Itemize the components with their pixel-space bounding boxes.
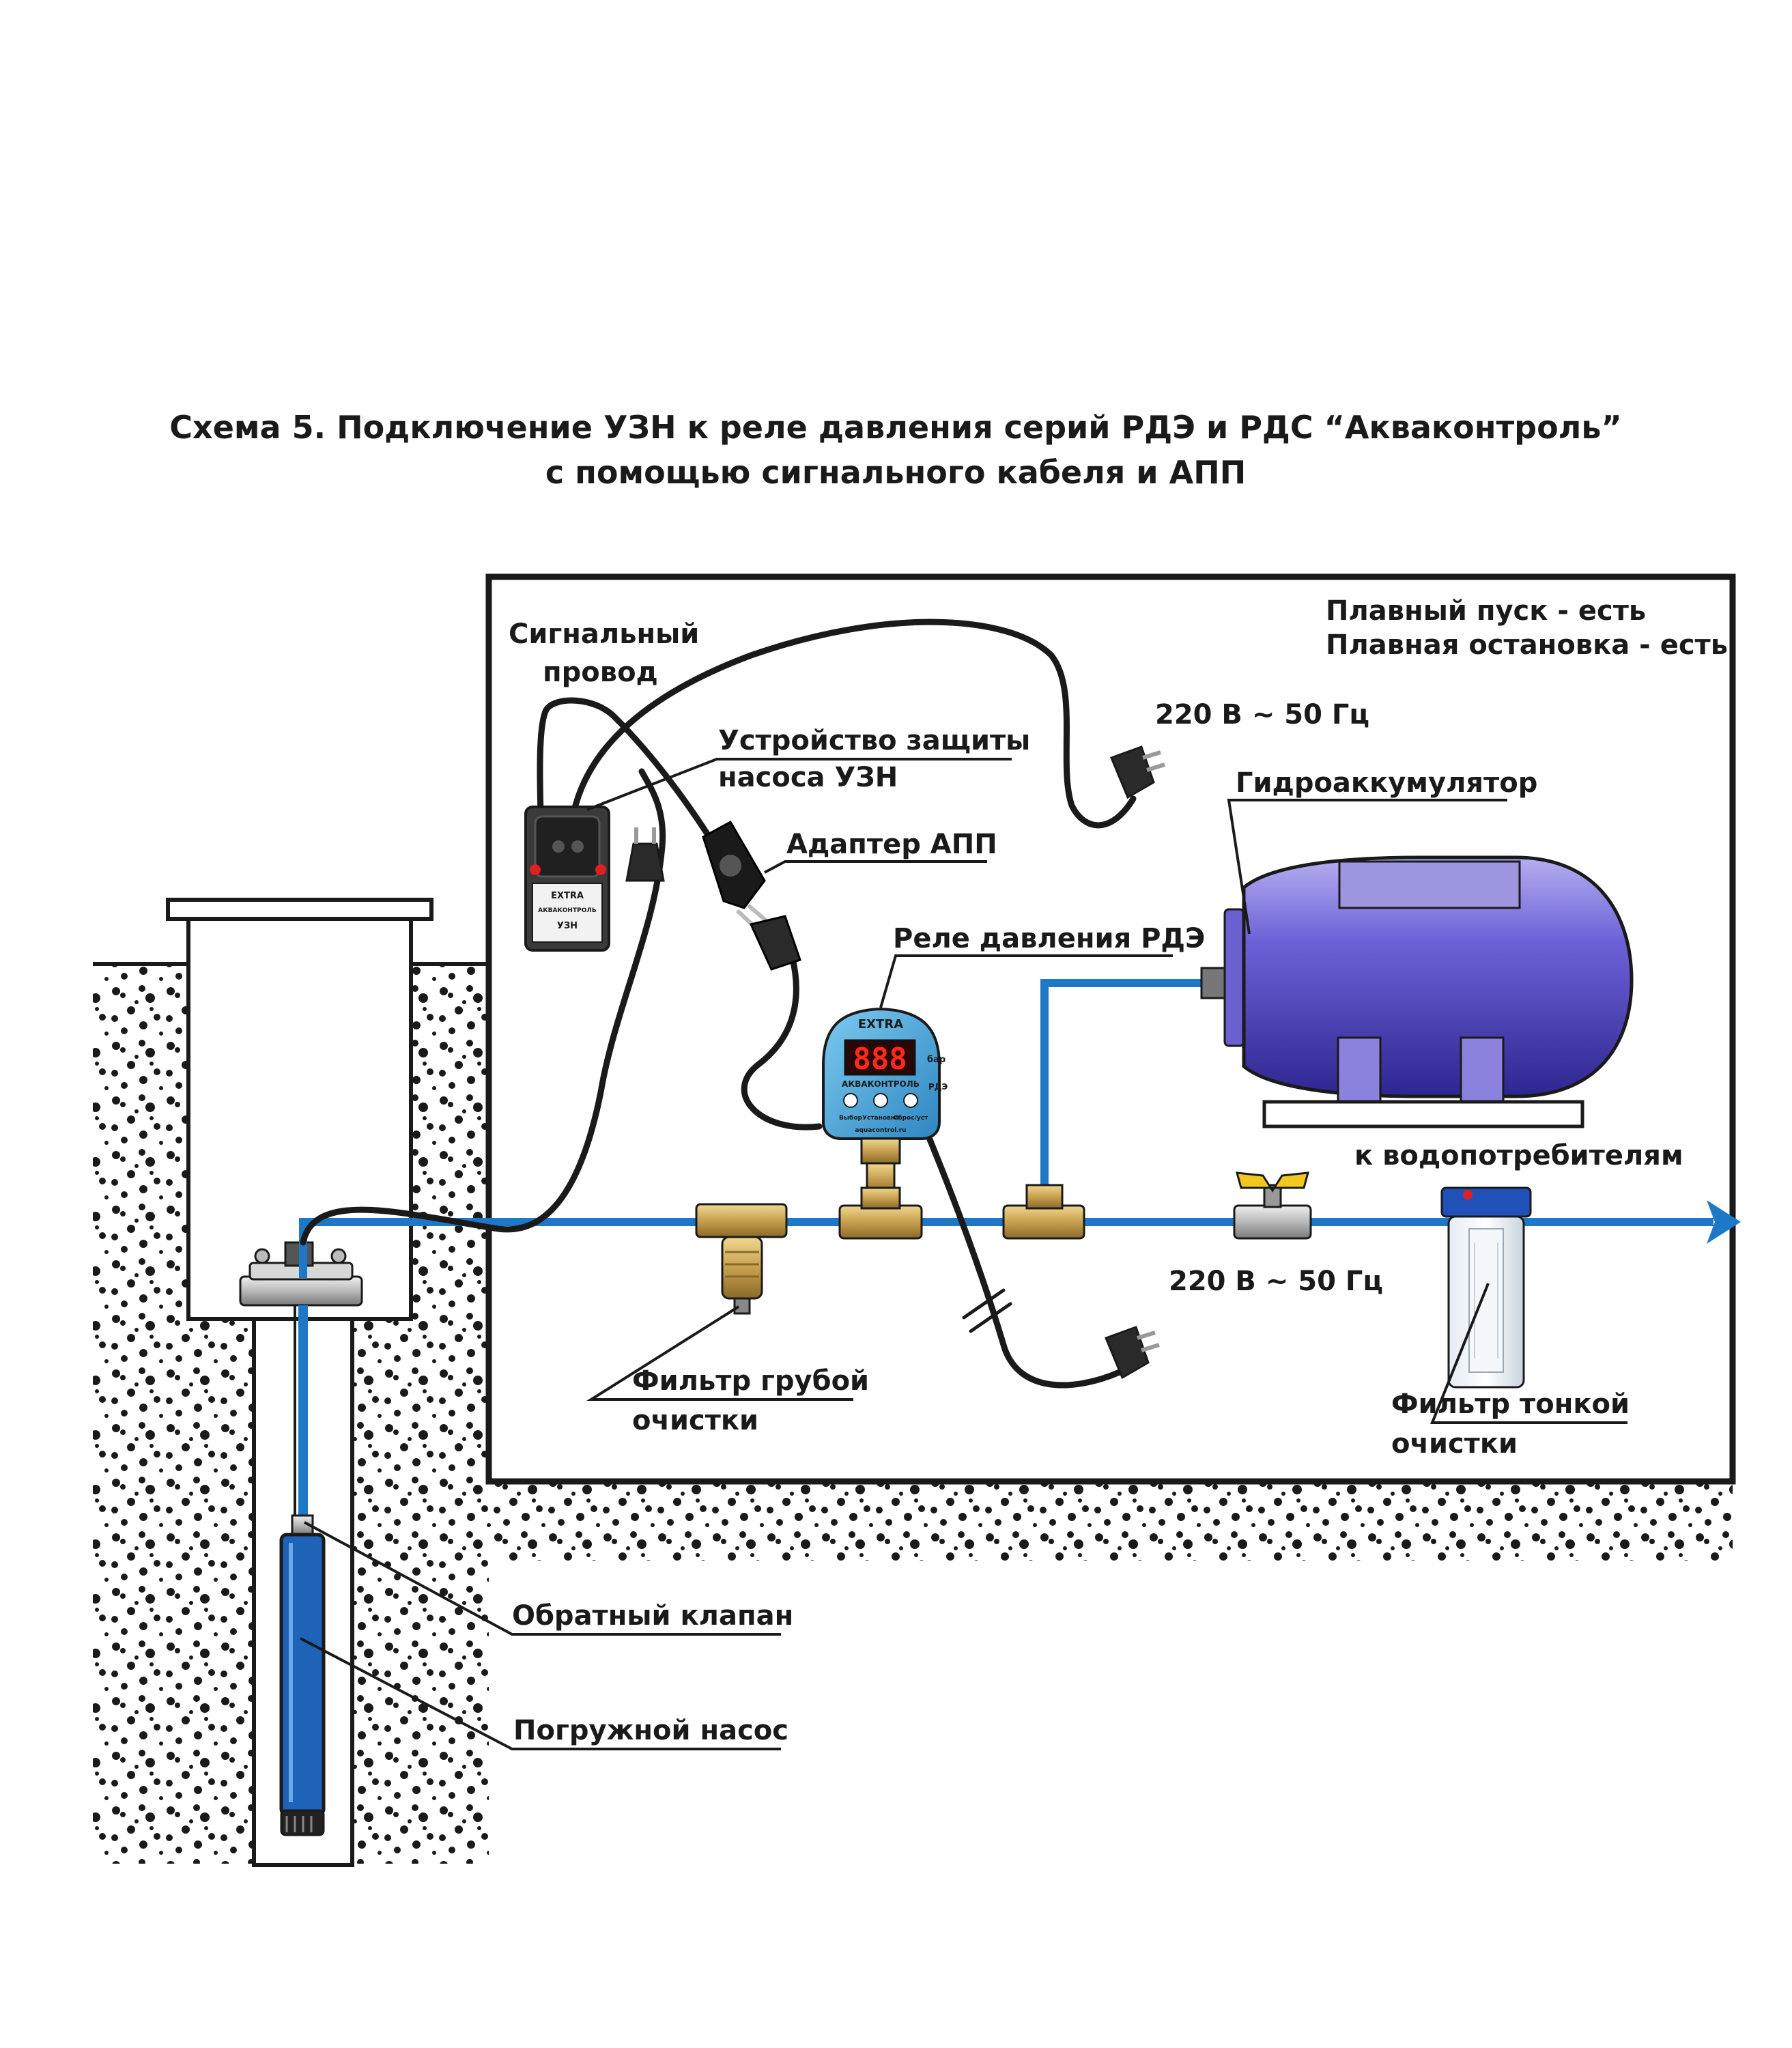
title-line-2: с помощью сигнального кабеля и АПП [545,454,1246,491]
feature-soft-start: Плавный пуск - есть [1326,595,1646,627]
adapter-app [702,820,801,971]
uzn-brand: EXTRA [551,891,584,901]
relay-name: АКВАКОНТРОЛЬ [842,1079,920,1089]
relay-btn-2-label: Установка [862,1115,899,1122]
ball-valve [1233,1171,1312,1240]
label-accumulator: Гидроаккумулятор [1236,767,1537,799]
uzn-power-cable [570,618,1137,829]
uzn-name: АКВАКОНТРОЛЬ [538,907,597,914]
uzn-device: EXTRA АКВАКОНТРОЛЬ УЗН [524,806,610,952]
label-power-bottom: 220 В ~ 50 Гц [1169,1266,1383,1297]
coarse-filter [695,1203,788,1315]
label-fine-filter-1: Фильтр тонкой [1391,1389,1630,1420]
label-power-top: 220 В ~ 50 Гц [1155,699,1369,730]
relay-unit: бар [927,1055,945,1065]
uzn-label-plate [532,883,603,943]
label-adapter: Адаптер АПП [786,829,997,860]
accumulator-tank [1200,855,1634,1128]
relay-fitting [860,1137,901,1165]
relay-set-button [873,1093,888,1108]
pump-body [279,1533,326,1817]
label-uzn-1: Устройство защиты [718,725,1030,756]
label-submersible-pump: Погружной насос [513,1715,788,1746]
valve-handle [1235,1171,1310,1193]
tee-tank [1002,1184,1085,1240]
title-line-1: Схема 5. Подключение УЗН к реле давления… [169,409,1621,446]
relay-select-button [843,1093,858,1108]
uzn-model: УЗН [557,921,578,931]
plug-power-bottom [1105,1326,1160,1380]
relay-brand: EXTRA [858,1017,903,1032]
relay-model: РДЭ [928,1082,948,1092]
relay-btn-3-label: Сброс/уст [894,1114,928,1122]
fine-filter [1440,1186,1532,1389]
cable-break-2 [969,1302,1012,1333]
diagram-title: Схема 5. Подключение УЗН к реле давления… [169,409,1621,491]
flow-arrow [1707,1200,1741,1244]
label-signal-wire-2: провод [543,657,658,688]
plug-power-top [1110,745,1165,799]
relay-power-cable [918,1116,1123,1389]
feature-soft-stop: Плавная остановка - есть [1326,629,1728,661]
tee-relay [838,1186,923,1240]
tank-branch-pipe [1040,979,1215,1222]
relay-site: aquacontrol.ru [855,1127,906,1134]
plug-uzn [625,827,665,882]
pressure-relay: EXTRA 888 бар АКВАКОНТРОЛЬ РДЭ Выбор Уст… [822,1007,948,1195]
tank-stand [1262,1100,1584,1128]
adapter-relay-cable [741,952,823,1130]
relay-display-value: 888 [853,1042,907,1077]
well-cover [166,898,433,921]
features: Плавный пуск - есть Плавная остановка - … [1326,595,1728,661]
submersible-pump [279,1305,326,1836]
signal-wire [537,697,719,850]
leader-lines [300,758,1627,1750]
labels: Сигнальный провод Устройство защиты насо… [509,618,1683,1746]
label-check-valve: Обратный клапан [512,1600,793,1632]
cables [300,618,1137,1389]
uzn-socket [534,815,601,878]
relay-btn-1-label: Выбор [839,1114,862,1122]
relay-display [844,1039,916,1076]
relay-reset-button [903,1093,918,1108]
label-consumers: к водопотребителям [1354,1140,1683,1171]
label-coarse-filter-2: очистки [632,1405,758,1436]
label-coarse-filter-1: Фильтр грубой [632,1365,869,1397]
label-signal-wire-1: Сигнальный [509,618,699,650]
label-fine-filter-2: очистки [1391,1428,1518,1460]
pump-power-cable [300,768,666,1246]
label-uzn-2: насоса УЗН [718,762,898,793]
label-relay: Реле давления РДЭ [893,923,1205,954]
cable-break-1 [962,1288,1006,1320]
